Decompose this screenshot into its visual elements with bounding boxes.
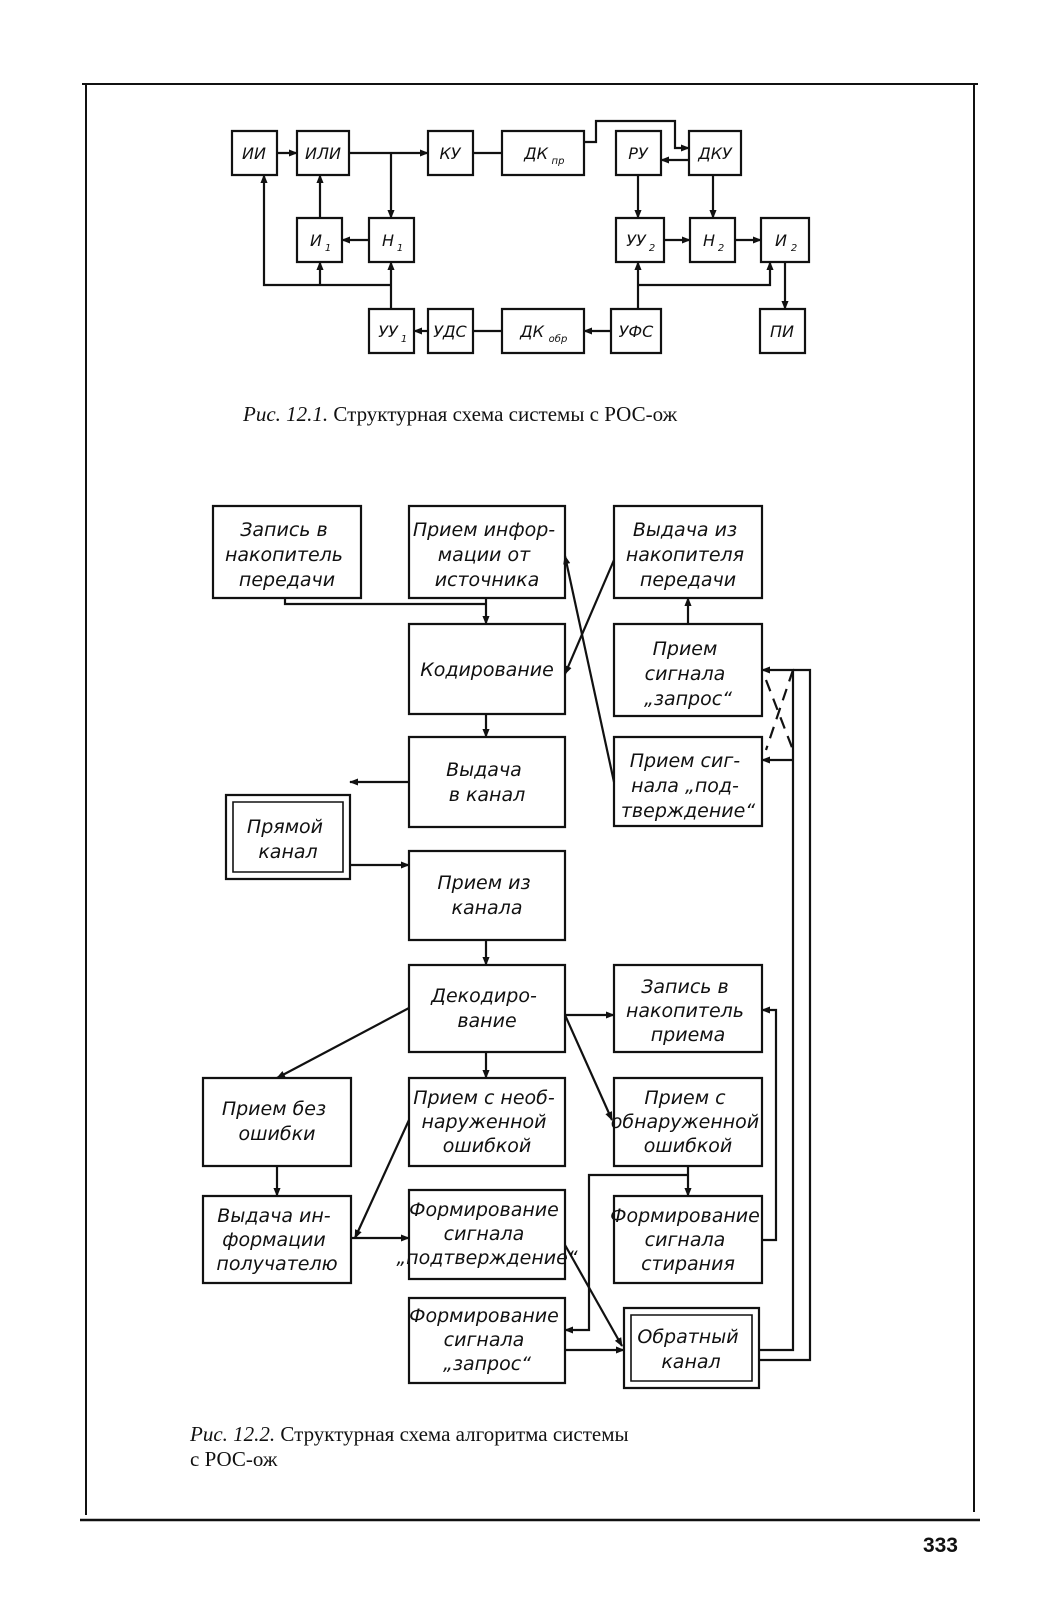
block-dkpr-label: ДК [523, 144, 549, 163]
block-dku [689, 131, 741, 175]
page-frame [80, 84, 980, 1520]
figure-12-1 [232, 121, 809, 353]
block-obratnyi-kanal-inner [631, 1315, 752, 1381]
block-vydacha-kanal [409, 737, 565, 827]
block-priem-iz-kanala [409, 851, 565, 940]
block-ru-label: РУ [628, 144, 649, 163]
block-n1-sub: 1 [397, 243, 403, 254]
label-priem-iz-kanala: Прием из канала [437, 872, 536, 919]
block-n1-label: Н [382, 231, 394, 250]
label-vydacha-info: Выдача ин- формации получателю [216, 1205, 337, 1275]
block-uu1-label: УУ [378, 322, 399, 341]
block-ku-label: КУ [439, 144, 461, 163]
label-form-zapros: Формирование сигнала „запрос“ [409, 1305, 565, 1375]
label-form-stiranie: Формирование сигнала стирания [610, 1205, 766, 1275]
label-dekodirovanie: Декодиро- вание [430, 985, 543, 1032]
block-i2-label: И [775, 231, 787, 250]
fig2-connections [273, 555, 810, 1360]
fig1-connections [260, 121, 789, 335]
label-kodirovanie: Кодирование [420, 659, 554, 681]
block-uu2-label: УУ [626, 231, 647, 250]
page-number: 333 [923, 1534, 958, 1557]
block-priem-bez-oshibki [203, 1078, 351, 1166]
block-pryamoi-kanal-inner [233, 802, 343, 872]
label-priem-obnar: Прием с обнаруженной ошибкой [611, 1087, 765, 1157]
fig2-labels: Запись в накопитель передачи Прием инфор… [216, 519, 766, 1375]
label-pryamoi-kanal: Прямой канал [247, 816, 329, 863]
block-ufs-label: УФС [619, 322, 655, 341]
block-form-zapros [409, 1298, 565, 1383]
block-pryamoi-kanal-outer [226, 795, 350, 879]
block-ili-label: ИЛИ [305, 144, 341, 163]
figure-12-2 [203, 506, 810, 1388]
label-zapis-nakop-priema: Запись в накопитель приема [626, 976, 750, 1046]
label-obratnyi-kanal: Обратный канал [637, 1326, 744, 1373]
block-uu1-sub: 1 [401, 334, 407, 345]
block-uu2-sub: 2 [649, 243, 655, 254]
block-dku-label: ДКУ [697, 144, 733, 163]
block-n2-sub: 2 [718, 243, 724, 254]
label-zapis-nakop-pered: Запись в накопитель передачи [225, 519, 349, 591]
block-obratnyi-kanal-outer [624, 1308, 759, 1388]
block-pi-label: ПИ [770, 322, 794, 341]
label-priem-podtv: Прием сиг- нала „под- тверждение“ [621, 750, 755, 822]
label-vydacha-kanal: Выдача в канал [446, 759, 528, 806]
fig1-labels: ИИ ИЛИ КУ ДК пр РУ ДКУ И 1 Н 1 УУ 2 Н 2 … [242, 144, 797, 345]
figure-12-2-caption: Рис. 12.2. Структурная схема алгоритма с… [189, 1422, 634, 1471]
label-form-podtv: Формирование сигнала „подтверждение“ [396, 1199, 577, 1269]
block-i2-sub: 2 [791, 243, 797, 254]
figure-12-1-caption: Рис. 12.1. Структурная схема системы с Р… [242, 402, 678, 426]
block-n2-label: Н [703, 231, 715, 250]
block-uds-label: УДС [433, 322, 467, 341]
label-priem-neobnar: Прием с необ- наруженной ошибкой [413, 1087, 561, 1157]
block-dkobr-label: ДК [519, 322, 545, 341]
block-ii-label: ИИ [242, 144, 266, 163]
block-dekodirovanie [409, 965, 565, 1052]
label-vydacha-nakop: Выдача из накопителя передачи [626, 519, 750, 591]
label-priem-info: Прием инфор- мации от источника [413, 519, 561, 591]
block-i1-sub: 1 [325, 243, 331, 254]
block-i1-label: И [310, 231, 322, 250]
block-dkpr-sub: пр [552, 156, 565, 167]
block-dkobr-sub: обр [549, 333, 568, 345]
block-zapis-nakop-pered [213, 506, 361, 598]
label-priem-bez-oshibki: Прием без ошибки [222, 1098, 332, 1145]
label-priem-zapros: Прием сигнала „запрос“ [644, 638, 732, 710]
